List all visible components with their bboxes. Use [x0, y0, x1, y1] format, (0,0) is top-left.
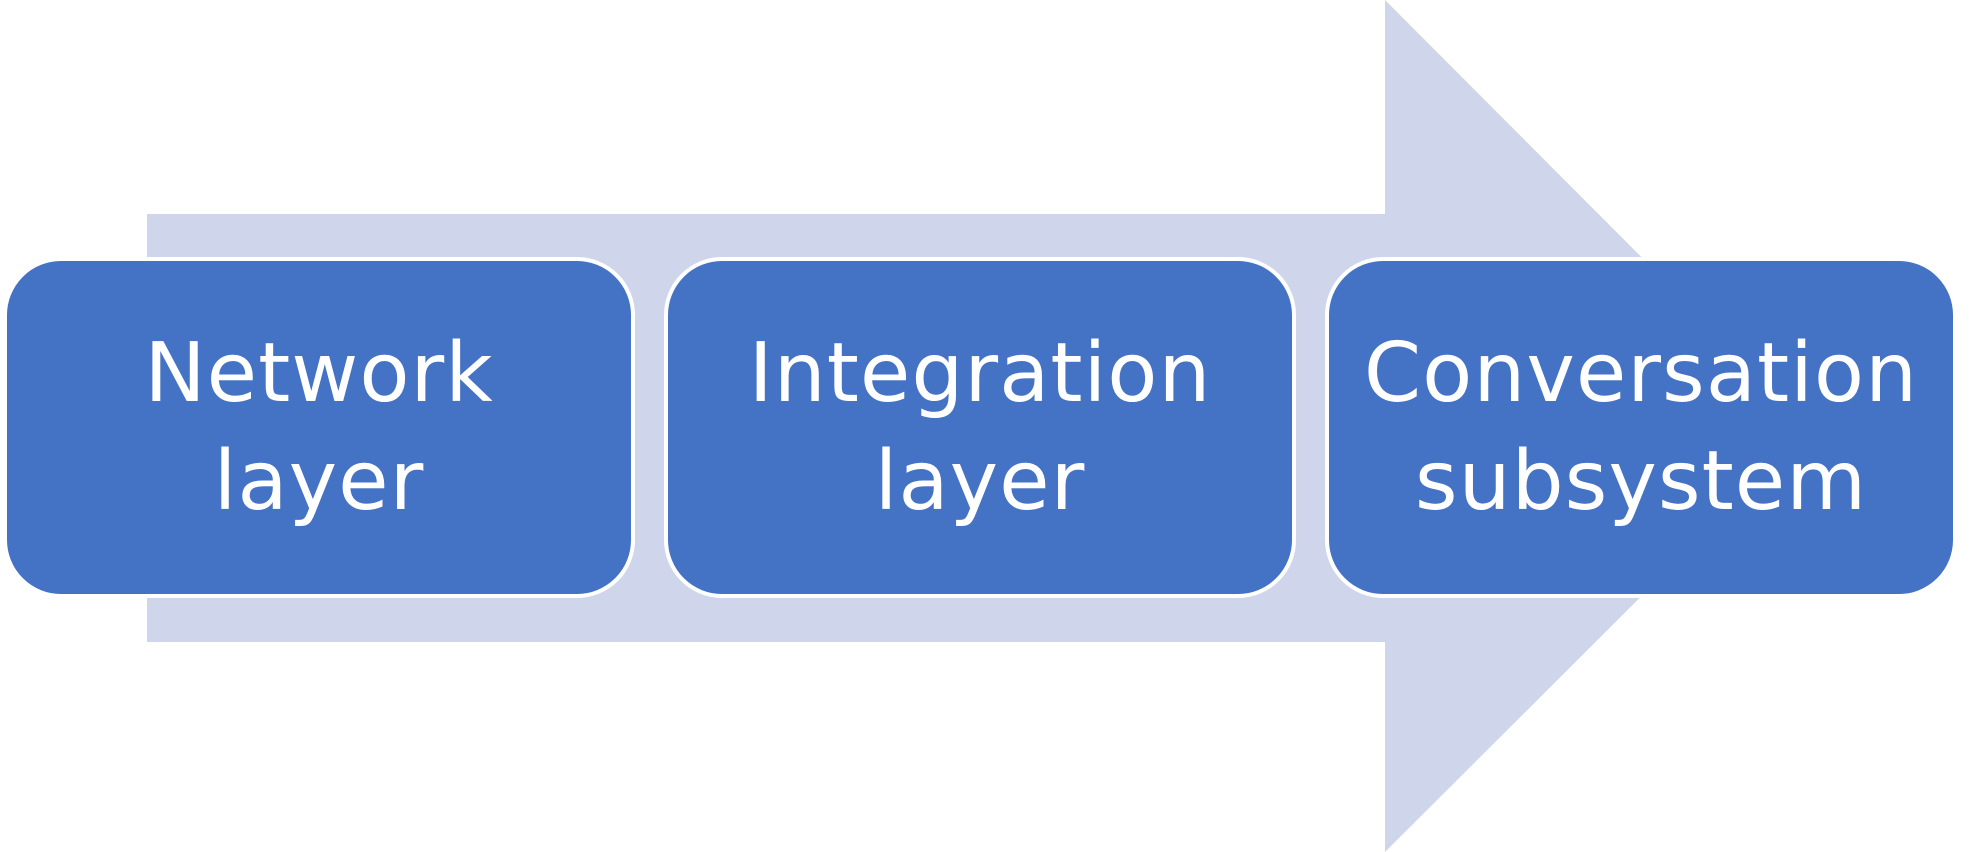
- step-label: Integration layer: [748, 325, 1212, 529]
- step-box-integration-layer: Integration layer: [664, 257, 1296, 598]
- step-box-conversation-subsystem: Conversation subsystem: [1325, 257, 1957, 598]
- step-label: Network layer: [144, 325, 494, 529]
- step-label: Conversation subsystem: [1363, 325, 1919, 529]
- step-box-network-layer: Network layer: [3, 257, 635, 598]
